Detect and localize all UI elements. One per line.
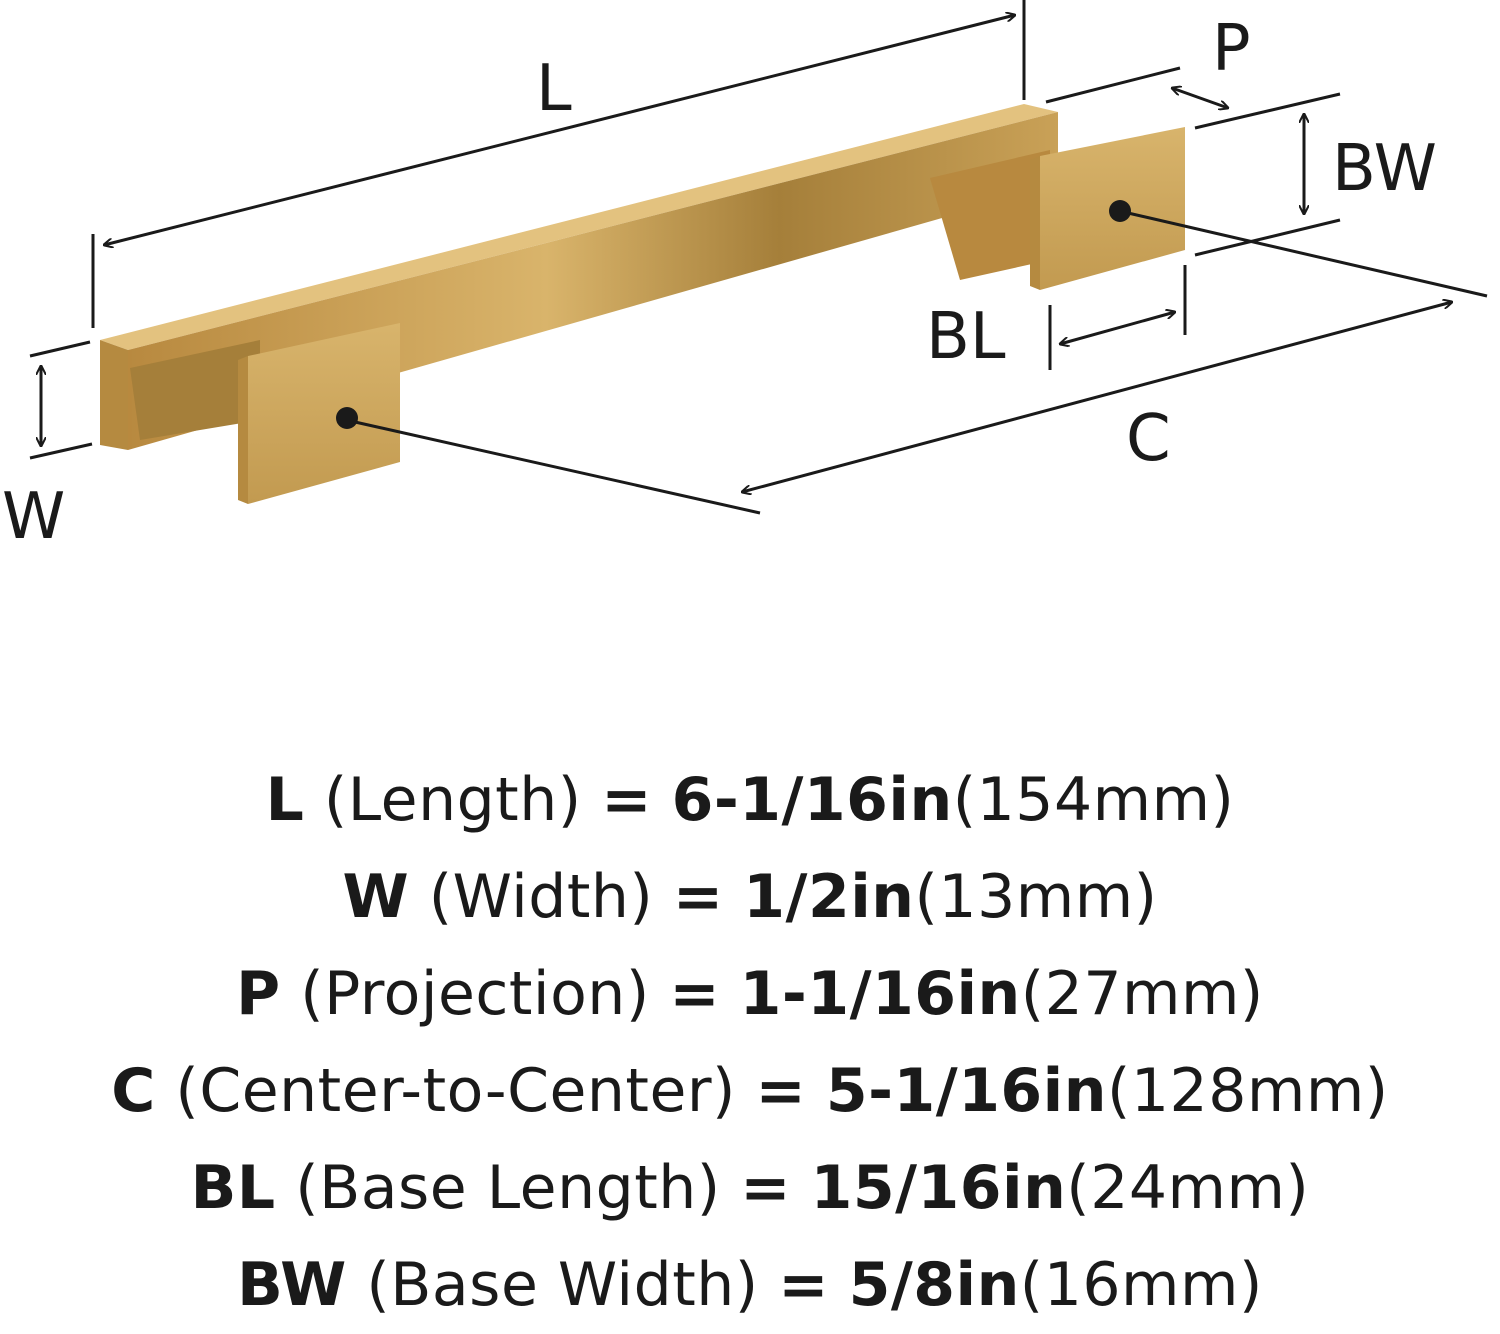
label-base-width: BW (1332, 132, 1437, 206)
left-base-side (238, 356, 248, 504)
left-screw-hole (336, 407, 358, 429)
projection-extension-left (1045, 66, 1181, 104)
length-dimension-arrow (104, 15, 1015, 245)
spec-equals: = (755, 1056, 807, 1126)
handle-dimension-diagram: L P BW BL C W (2, 0, 1488, 554)
label-width: W (2, 480, 65, 554)
projection-extension-right (1194, 92, 1341, 130)
dimension-lines (29, 0, 1488, 515)
spec-equals: = (740, 1153, 792, 1223)
spec-name: (Length) (323, 765, 582, 835)
spec-row-base-length: BL (Base Length) = 15/16in(24mm) (0, 1140, 1500, 1237)
projection-dimension-arrow (1172, 88, 1228, 108)
label-base-length: BL (926, 300, 1006, 374)
bar-front-face (100, 340, 128, 450)
spec-name: (Base Length) (295, 1153, 721, 1223)
spec-name: (Center-to-Center) (175, 1056, 736, 1126)
spec-imperial: 5/8in (848, 1250, 1020, 1320)
right-screw-hole (1109, 200, 1131, 222)
spec-metric: (13mm) (914, 862, 1158, 932)
spec-name: (Base Width) (366, 1250, 759, 1320)
spec-metric: (24mm) (1066, 1153, 1310, 1223)
label-center-to-center: C (1126, 402, 1171, 476)
left-post (130, 340, 260, 440)
base-width-extension-bottom (1194, 218, 1341, 257)
spec-code: BL (190, 1153, 276, 1223)
left-base-front (248, 323, 400, 504)
spec-imperial: 1/2in (743, 862, 915, 932)
spec-row-length: L (Length) = 6-1/16in(154mm) (0, 752, 1500, 849)
spec-row-base-width: BW (Base Width) = 5/8in(16mm) (0, 1237, 1500, 1334)
spec-code: L (265, 765, 305, 835)
spec-imperial: 6-1/16in (671, 765, 953, 835)
spec-imperial: 1-1/16in (739, 959, 1021, 1029)
dimension-spec-list: L (Length) = 6-1/16in(154mm) W (Width) =… (0, 752, 1500, 1334)
spec-row-projection: P (Projection) = 1-1/16in(27mm) (0, 946, 1500, 1043)
spec-row-width: W (Width) = 1/2in(13mm) (0, 849, 1500, 946)
spec-code: BW (237, 1250, 347, 1320)
width-extension-bottom (29, 442, 93, 460)
spec-name: (Width) (428, 862, 654, 932)
spec-name: (Projection) (300, 959, 650, 1029)
spec-equals: = (669, 959, 721, 1029)
center-leader-right (1127, 211, 1488, 298)
spec-metric: (154mm) (952, 765, 1235, 835)
center-to-center-dimension-arrow (742, 302, 1452, 492)
label-projection: P (1212, 12, 1251, 86)
spec-code: P (236, 959, 281, 1029)
width-extension-top (29, 340, 91, 358)
cabinet-pull-handle (100, 104, 1185, 504)
spec-imperial: 15/16in (810, 1153, 1067, 1223)
center-leader-left (354, 420, 761, 515)
spec-metric: (128mm) (1106, 1056, 1389, 1126)
spec-imperial: 5-1/16in (825, 1056, 1107, 1126)
base-length-dimension-arrow (1060, 312, 1175, 344)
label-length: L (536, 52, 572, 126)
right-base-side (1030, 156, 1040, 290)
spec-metric: (16mm) (1019, 1250, 1263, 1320)
spec-code: C (111, 1056, 156, 1126)
spec-equals: = (672, 862, 724, 932)
spec-row-center-to-center: C (Center-to-Center) = 5-1/16in(128mm) (0, 1043, 1500, 1140)
spec-equals: = (601, 765, 653, 835)
spec-code: W (342, 862, 410, 932)
spec-equals: = (778, 1250, 830, 1320)
spec-metric: (27mm) (1020, 959, 1264, 1029)
